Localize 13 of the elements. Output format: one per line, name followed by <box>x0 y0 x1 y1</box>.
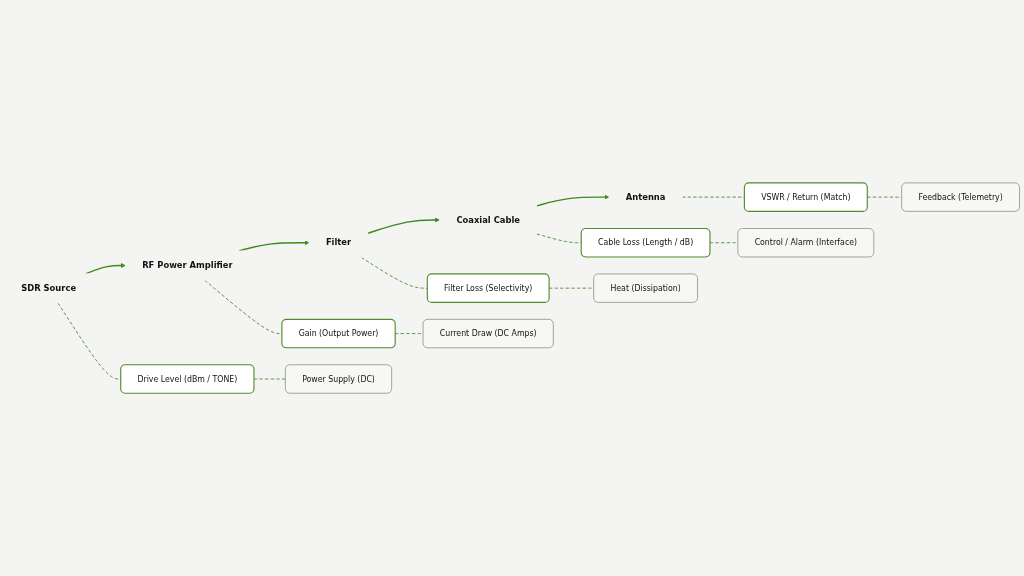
connector <box>253 378 286 380</box>
arrow <box>536 194 610 207</box>
arrow <box>238 240 310 252</box>
connector <box>709 242 739 244</box>
node-text: RF Power Amplifier <box>142 260 233 271</box>
arrow <box>367 217 440 235</box>
arrow <box>85 263 126 275</box>
node-text: SDR Source <box>21 283 77 294</box>
connector <box>681 196 745 198</box>
node-text: Filter <box>325 237 352 248</box>
node-text: Coaxial Cable <box>456 214 520 225</box>
node-text: Antenna <box>625 192 666 203</box>
connector <box>536 233 582 244</box>
